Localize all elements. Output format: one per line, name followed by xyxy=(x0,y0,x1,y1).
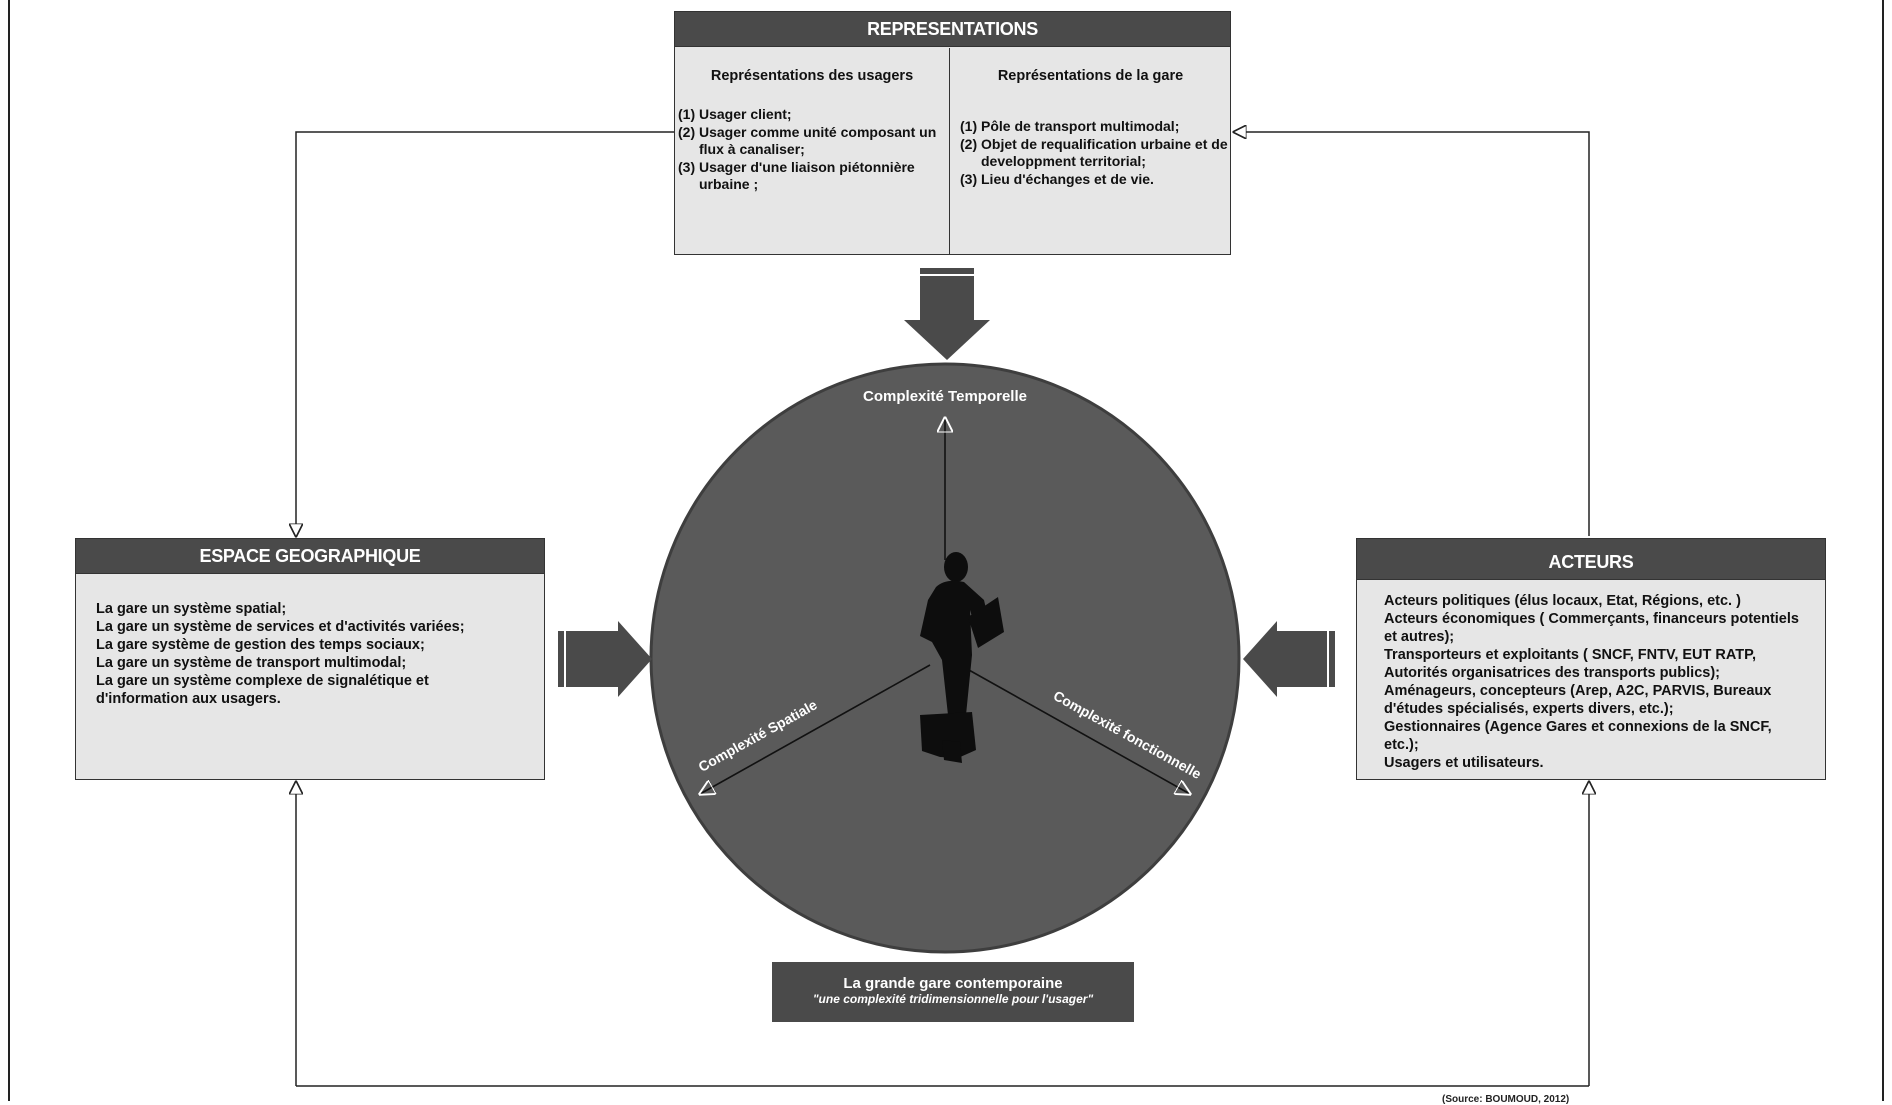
espace-line: La gare un système de transport multimod… xyxy=(96,655,407,671)
block-arrow-down xyxy=(904,268,990,360)
espace-geographique-box: ESPACE GEOGRAPHIQUE La gare un système s… xyxy=(75,538,545,780)
acteurs-title: ACTEURS xyxy=(1357,539,1825,580)
user-representation-item: (2) Usager comme unité composant un flux… xyxy=(678,123,937,158)
source-note: (Source: BOUMOUD, 2012) xyxy=(1442,1094,1570,1105)
user-representation-item: (1) Usager client; xyxy=(678,106,792,122)
espace-geographique-title: ESPACE GEOGRAPHIQUE xyxy=(76,539,544,574)
axis-functional xyxy=(959,664,1190,794)
page-frame xyxy=(8,0,1884,1101)
acteurs-line: Gestionnaires (Agence Gares et connexion… xyxy=(1384,719,1772,753)
acteurs-box: ACTEURS Acteurs politiques (élus locaux,… xyxy=(1356,538,1826,780)
gare-representation-item: (1) Pôle de transport multimodal; xyxy=(960,118,1180,134)
connector-acteurs-to-representations xyxy=(1234,132,1590,536)
representations-title: REPRESENTATIONS xyxy=(675,12,1230,47)
acteurs-line: Acteurs politiques (élus locaux, Etat, R… xyxy=(1384,593,1741,609)
gare-representation-item: (2) Objet de requalification urbaine et … xyxy=(960,135,1228,170)
acteurs-line: Acteurs économiques ( Commerçants, finan… xyxy=(1384,611,1799,645)
user-representations-title: Représentations des usagers xyxy=(710,68,914,84)
diagram-caption: La grande gare contemporaine "une comple… xyxy=(772,962,1134,1022)
caption-subtitle: "une complexité tridimensionnelle pour l… xyxy=(812,992,1094,1006)
block-arrow-left xyxy=(1243,621,1335,697)
acteurs-line: Transporteurs et exploitants ( SNCF, FNT… xyxy=(1384,647,1756,681)
user-representation-item: (3) Usager d'une liaison piétonnière urb… xyxy=(678,158,915,193)
gare-representations-title: Représentations de la gare xyxy=(997,68,1184,84)
acteurs-line: Usagers et utilisateurs. xyxy=(1384,755,1544,771)
caption-title: La grande gare contemporaine xyxy=(843,975,1063,992)
axis-spatial xyxy=(700,664,931,794)
user-representations-column: Représentations des usagers (1) Usager c… xyxy=(675,48,950,254)
espace-line: La gare un système spatial; xyxy=(96,601,287,617)
gare-representations-column: Représentations de la gare (1) Pôle de t… xyxy=(951,48,1230,254)
gare-representation-item: (3) Lieu d'échanges et de vie. xyxy=(960,170,1154,187)
espace-line: La gare système de gestion des temps soc… xyxy=(96,637,425,653)
person-reading-icon xyxy=(920,552,1004,763)
block-arrow-right xyxy=(558,621,652,697)
espace-line: La gare un système de services et d'acti… xyxy=(96,619,465,635)
connector-representations-to-espace xyxy=(296,131,674,536)
espace-line: La gare un système complexe de signaléti… xyxy=(96,673,429,707)
representations-box: REPRESENTATIONS Représentations des usag… xyxy=(674,11,1231,255)
acteurs-line: Aménageurs, concepteurs (Arep, A2C, PARV… xyxy=(1384,683,1772,717)
label-temporal: Complexité Temporelle xyxy=(863,388,1027,405)
